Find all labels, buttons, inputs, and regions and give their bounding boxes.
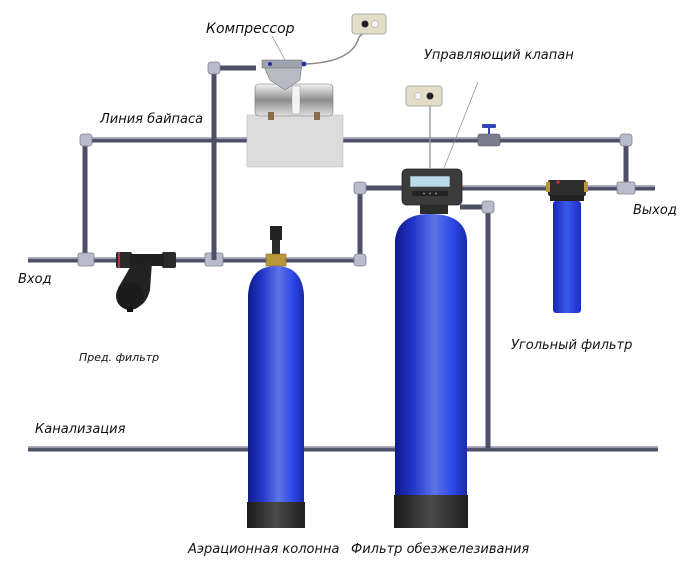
compressor-power-cord bbox=[305, 31, 373, 65]
compressor-base bbox=[246, 114, 344, 168]
label-aeration-column: Аэрационная колонна bbox=[187, 542, 339, 557]
elbow-fitting bbox=[619, 133, 633, 147]
socket-icon bbox=[361, 20, 369, 28]
power-socket-compressor bbox=[351, 13, 387, 35]
label-prefilter: Пред. фильтр bbox=[79, 351, 159, 364]
bypass-valve[interactable] bbox=[477, 124, 501, 147]
drain-pipe bbox=[460, 200, 495, 449]
label-outlet: Выход bbox=[633, 203, 677, 218]
sewer-pipe bbox=[28, 446, 658, 452]
label-inlet: Вход bbox=[18, 272, 52, 287]
label-iron-removal-filter: Фильтр обезжелезивания bbox=[351, 542, 529, 557]
label-sewer: Канализация bbox=[35, 422, 126, 437]
elbow-fitting bbox=[79, 133, 93, 147]
power-socket-valve bbox=[405, 85, 443, 107]
inlet-pipe bbox=[28, 252, 360, 267]
aeration-column[interactable] bbox=[247, 226, 305, 528]
air-release-valve bbox=[270, 226, 282, 240]
compressor-leader-line bbox=[271, 35, 286, 61]
control-valve-display bbox=[409, 175, 451, 188]
socket-icon bbox=[426, 92, 434, 100]
label-carbon-filter: Угольный фильтр bbox=[511, 338, 632, 353]
control-valve-leader-line bbox=[443, 81, 479, 169]
valve-handle-icon[interactable] bbox=[482, 124, 496, 128]
label-control-valve: Управляющий клапан bbox=[424, 48, 574, 63]
control-valve[interactable] bbox=[401, 168, 463, 206]
carbon-filter[interactable] bbox=[546, 180, 588, 313]
compressor[interactable] bbox=[246, 59, 344, 168]
compressor-air-pipe bbox=[207, 61, 256, 260]
prefilter[interactable] bbox=[116, 252, 176, 312]
label-bypass-line: Линия байпаса bbox=[99, 112, 203, 127]
iron-removal-filter[interactable] bbox=[394, 198, 468, 528]
bypass-pipe bbox=[79, 133, 633, 258]
valve-feed-pipe bbox=[353, 181, 405, 267]
label-compressor: Компрессор bbox=[206, 21, 295, 37]
